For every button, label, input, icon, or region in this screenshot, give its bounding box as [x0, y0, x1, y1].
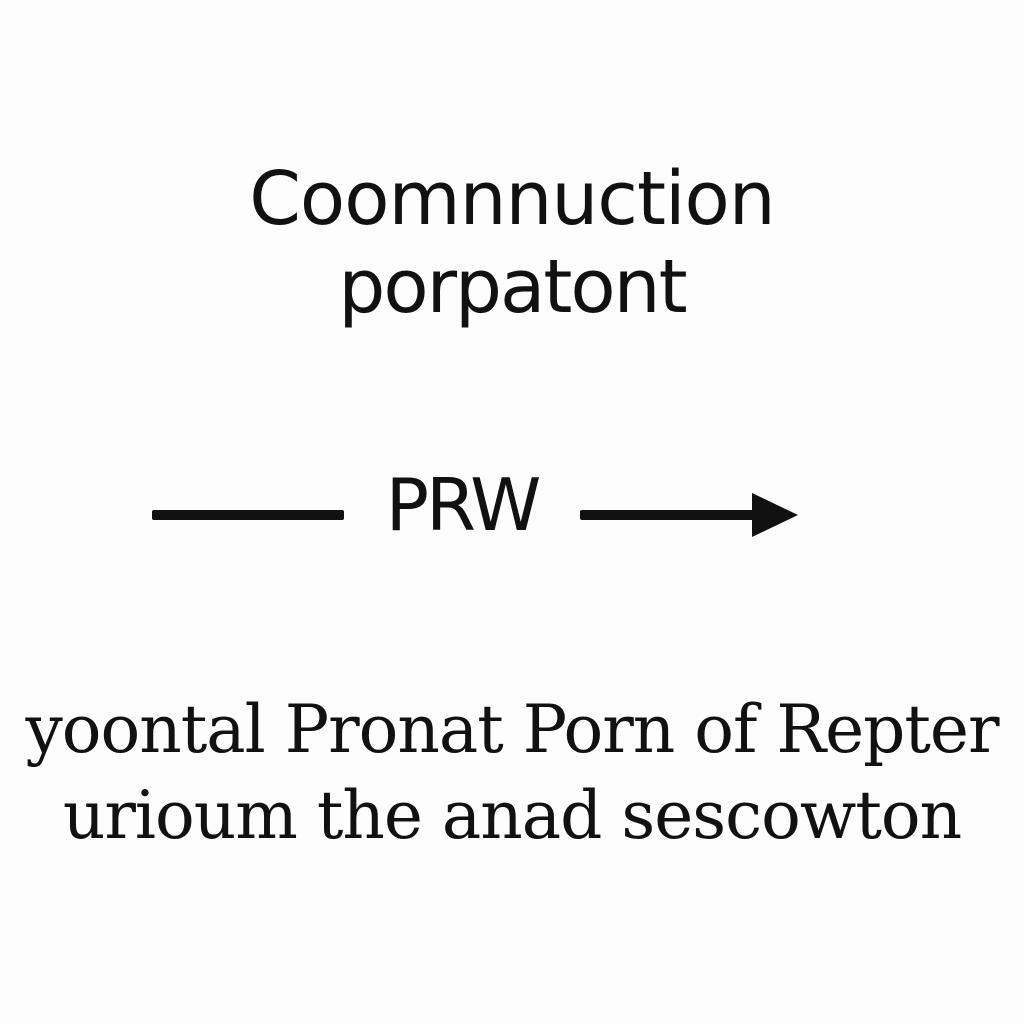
- right-arrow-icon: [752, 493, 798, 537]
- flow-line-right: [580, 510, 760, 520]
- flow-line-left: [152, 510, 344, 520]
- description-line-1: yoontal Pronat Porn of Repter: [25, 691, 999, 768]
- flow-center-label: PRW: [385, 463, 542, 547]
- title-line-1: Coomnnuction: [249, 156, 775, 242]
- title-line-2: porpatont: [338, 244, 687, 330]
- description-line-2: urioum the anad sescowton: [62, 777, 962, 854]
